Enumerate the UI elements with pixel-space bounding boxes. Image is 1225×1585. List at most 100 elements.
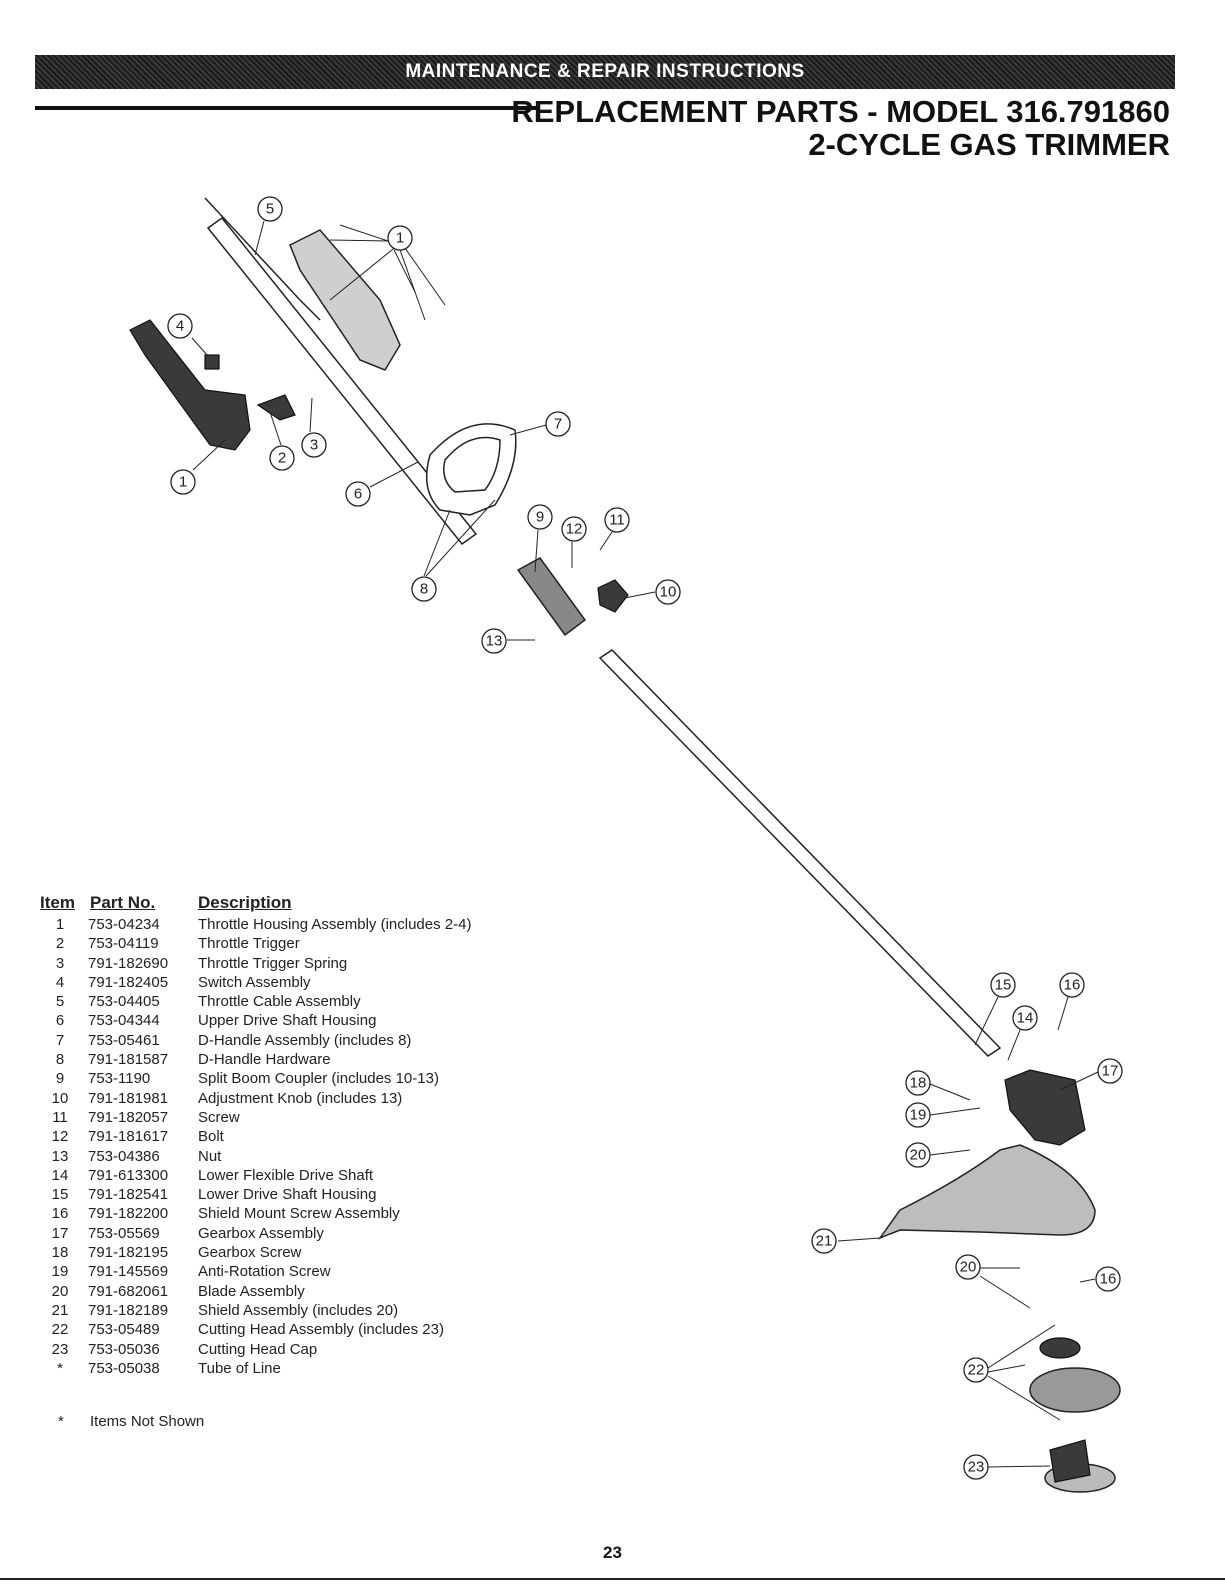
row-description: Adjustment Knob (includes 13) — [198, 1089, 403, 1107]
callout-20-bottom: 20 — [955, 1254, 981, 1280]
callout-19: 19 — [905, 1102, 931, 1128]
svg-text:5: 5 — [266, 201, 274, 218]
section-banner: MAINTENANCE & REPAIR INSTRUCTIONS — [35, 55, 1175, 89]
row-item: 14 — [51, 1166, 69, 1184]
throttle-cable — [204, 197, 321, 321]
row-part-no: 791-182057 — [88, 1108, 169, 1126]
row-description: D-Handle Hardware — [198, 1051, 331, 1069]
row-description: Tube of Line — [198, 1359, 281, 1377]
callout-16-top: 16 — [1059, 972, 1085, 998]
row-item: 4 — [55, 973, 65, 991]
banner-text: MAINTENANCE & REPAIR INSTRUCTIONS — [405, 61, 805, 82]
callout-14: 14 — [1012, 1005, 1038, 1031]
callout-10: 10 — [655, 579, 681, 605]
row-part-no: 791-182189 — [88, 1301, 169, 1319]
row-description: Switch Assembly — [198, 973, 311, 991]
svg-text:16: 16 — [1100, 1271, 1117, 1288]
row-item: 17 — [51, 1224, 69, 1242]
split-boom-coupler — [516, 557, 587, 637]
callout-20-top: 20 — [905, 1142, 931, 1168]
svg-text:17: 17 — [1102, 1063, 1119, 1080]
row-item: 15 — [51, 1186, 69, 1204]
cutting-head-base — [1029, 1367, 1121, 1413]
callout-8: 8 — [411, 576, 437, 602]
row-part-no: 753-05038 — [88, 1359, 160, 1377]
row-description: Throttle Trigger Spring — [198, 954, 348, 972]
row-item: 9 — [55, 1070, 65, 1088]
row-description: Nut — [198, 1147, 222, 1165]
page-title: REPLACEMENT PARTS - MODEL 316.791860 2-C… — [511, 95, 1170, 161]
svg-text:19: 19 — [910, 1107, 927, 1124]
callout-16-bottom: 16 — [1095, 1266, 1121, 1292]
row-item: 22 — [51, 1321, 69, 1339]
svg-text:11: 11 — [609, 512, 625, 529]
row-part-no: 753-05489 — [88, 1321, 160, 1339]
leader-lines — [191, 220, 1099, 1468]
callout-15: 15 — [990, 972, 1016, 998]
row-description: D-Handle Assembly (includes 8) — [198, 1031, 412, 1049]
switch-assembly — [204, 354, 220, 370]
callout-17: 17 — [1097, 1058, 1123, 1084]
footer-rule — [0, 1578, 1225, 1580]
callout-11: 11 — [604, 507, 630, 533]
svg-text:7: 7 — [554, 416, 562, 433]
svg-text:18: 18 — [910, 1075, 927, 1092]
svg-text:10: 10 — [660, 584, 677, 601]
row-description: Shield Mount Screw Assembly — [198, 1205, 400, 1223]
callout-1-bottom: 1 — [170, 469, 196, 495]
row-description: Shield Assembly (includes 20) — [198, 1301, 399, 1319]
row-item: 23 — [51, 1340, 69, 1358]
d-handle-inner — [443, 436, 501, 493]
row-item: 20 — [51, 1282, 69, 1300]
row-part-no: 753-04386 — [88, 1147, 160, 1165]
callout-5: 5 — [257, 196, 283, 222]
row-description: Throttle Cable Assembly — [198, 993, 361, 1011]
row-description: Gearbox Screw — [198, 1244, 302, 1262]
title-line-product: 2-CYCLE GAS TRIMMER — [808, 127, 1170, 162]
title-line-model: REPLACEMENT PARTS - MODEL 316.791860 — [511, 94, 1170, 129]
svg-text:1: 1 — [396, 230, 404, 247]
header-rule — [35, 106, 537, 110]
footnote-mark: * — [58, 1413, 64, 1430]
callout-9: 9 — [527, 504, 553, 530]
svg-text:1: 1 — [179, 474, 187, 491]
row-description: Split Boom Coupler (includes 10-13) — [198, 1070, 439, 1088]
row-item: 13 — [51, 1147, 69, 1165]
throttle-housing-right — [289, 229, 401, 371]
row-part-no: 791-613300 — [88, 1166, 169, 1184]
parts-row: 9 753-1190 Split Boom Coupler (includes 10… — [40, 1069, 528, 1088]
row-description: Bolt — [198, 1128, 224, 1146]
svg-text:13: 13 — [486, 633, 503, 650]
row-item: 8 — [55, 1051, 65, 1069]
footnote: *Items Not Shown — [58, 1413, 204, 1430]
row-description: Lower Drive Shaft Housing — [198, 1186, 377, 1204]
row-description: Throttle Trigger — [198, 935, 300, 953]
row-item: 2 — [55, 935, 65, 953]
svg-text:21: 21 — [816, 1233, 833, 1250]
parts-row: 13 753-04386 Nut — [40, 1147, 528, 1166]
row-description: Gearbox Assembly — [198, 1224, 324, 1242]
row-item: 11 — [52, 1108, 68, 1126]
callout-2: 2 — [269, 445, 295, 471]
parts-row: 22 753-05489 Cutting Head Assembly (includ… — [40, 1320, 528, 1339]
row-part-no: 753-1190 — [88, 1070, 151, 1088]
row-item: 10 — [51, 1089, 69, 1107]
row-part-no: 753-04344 — [88, 1012, 160, 1030]
row-item: 1 — [55, 916, 65, 933]
row-part-no: 791-181617 — [88, 1128, 169, 1146]
row-part-no: 753-04234 — [88, 916, 160, 933]
row-description: Cutting Head Assembly (includes 23) — [198, 1321, 444, 1339]
row-part-no: 791-182195 — [88, 1244, 169, 1262]
svg-text:15: 15 — [995, 977, 1012, 994]
row-description: Throttle Housing Assembly (includes 2-4) — [198, 916, 472, 933]
row-part-no: 791-182405 — [88, 973, 169, 991]
header-description: Description — [198, 893, 292, 912]
